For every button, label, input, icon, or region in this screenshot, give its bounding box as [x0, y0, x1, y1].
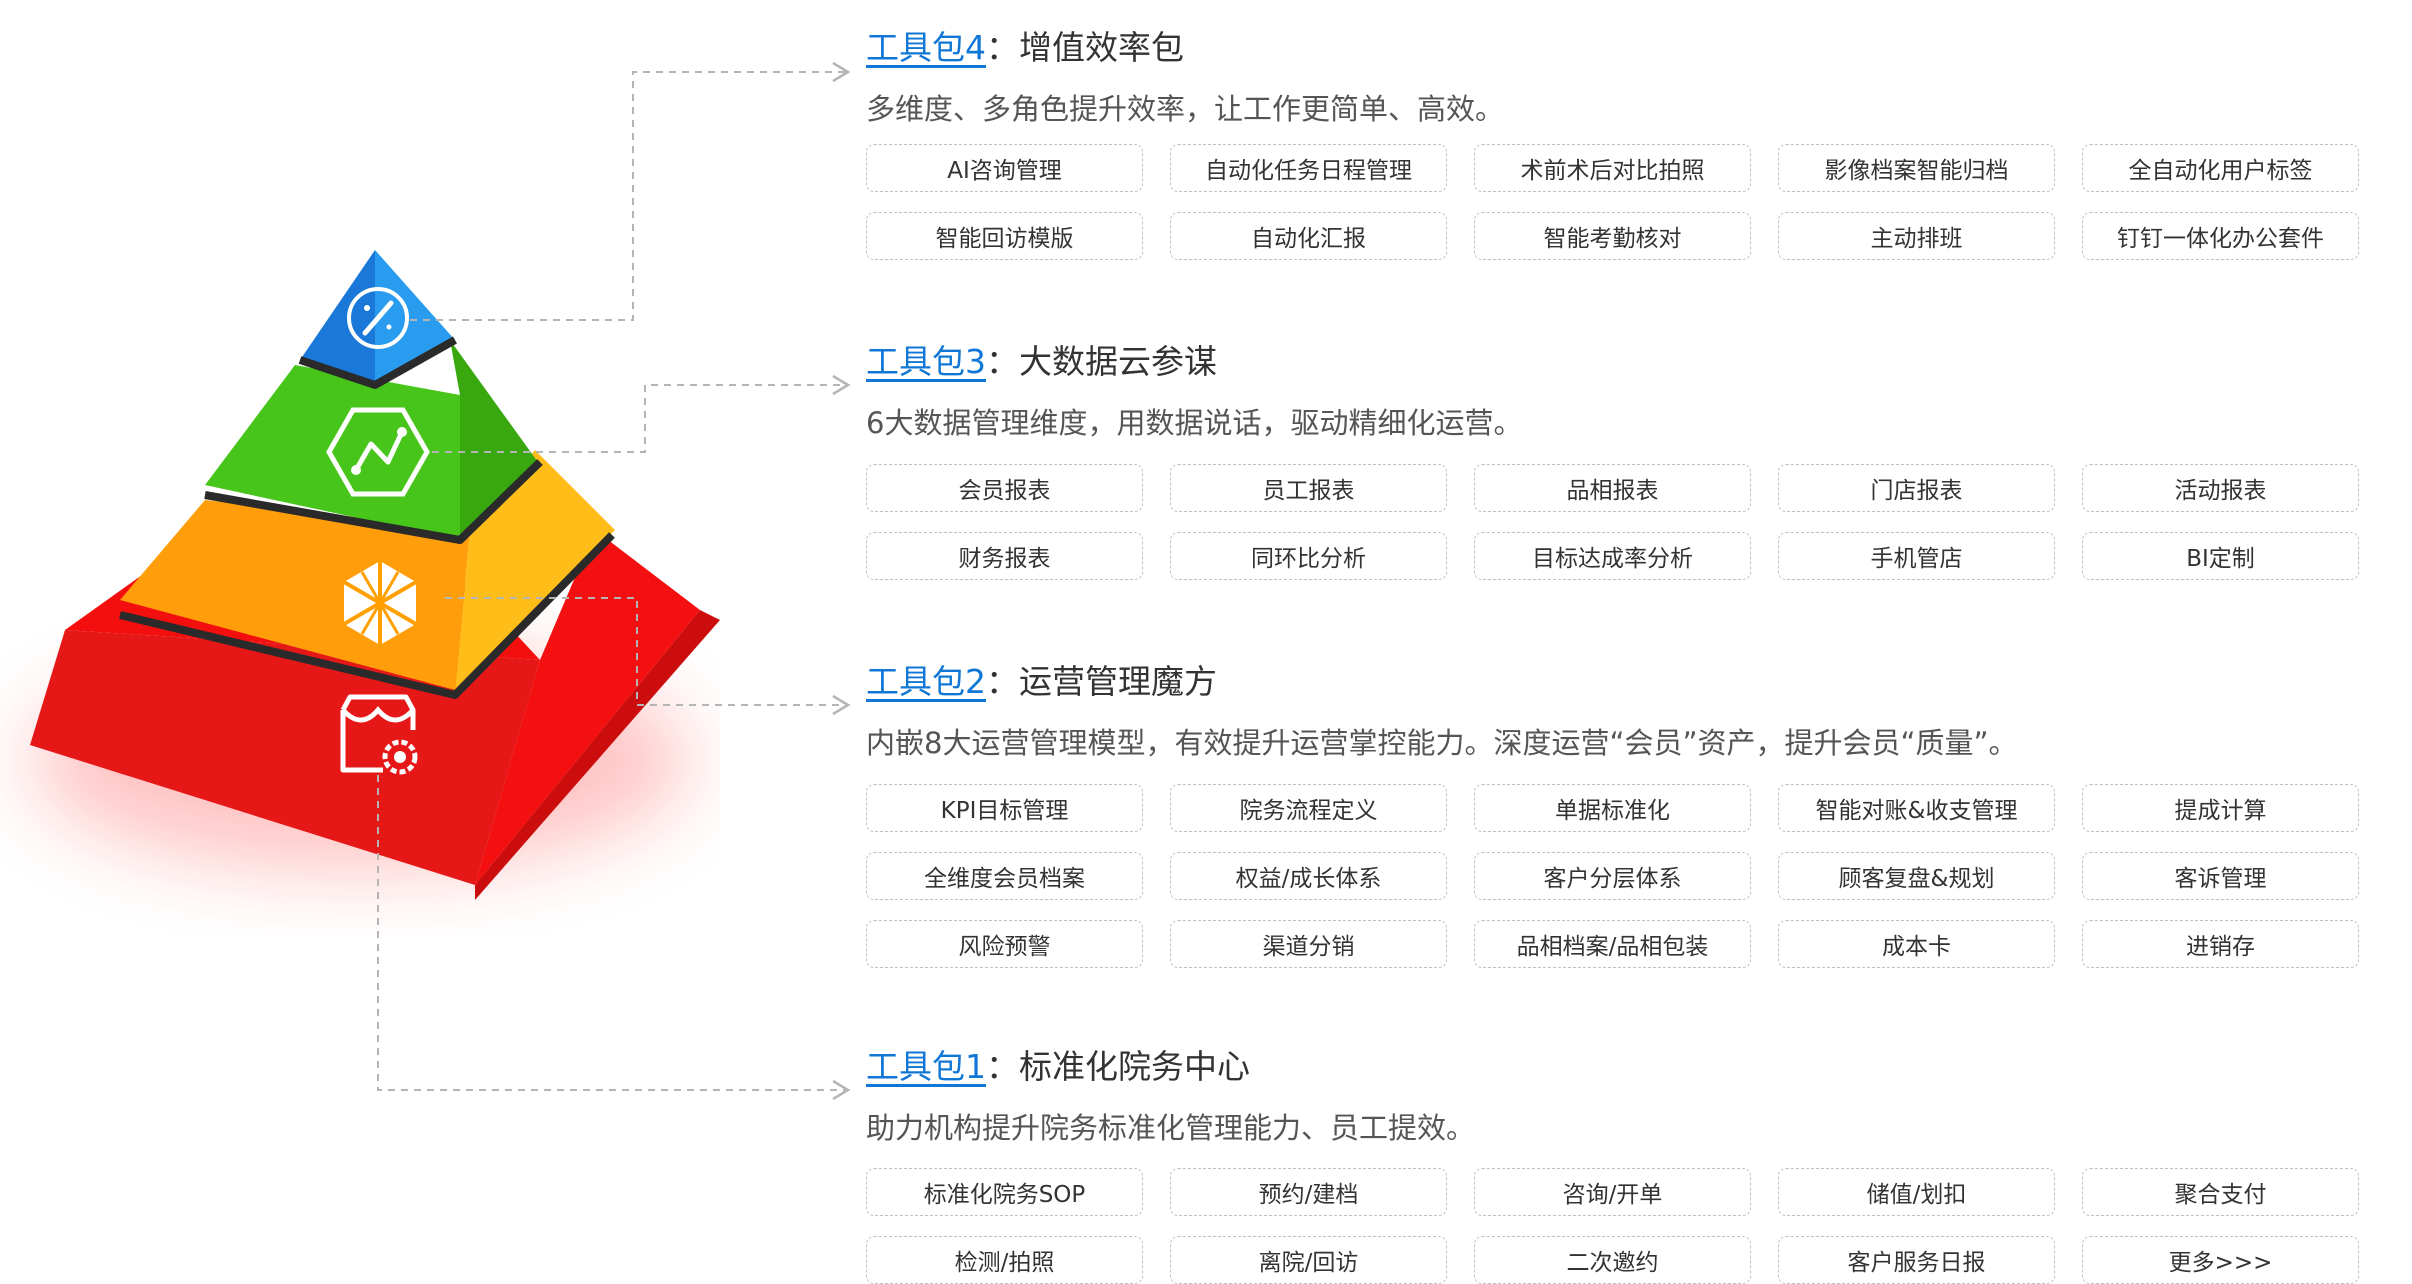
tag-button[interactable]: 风险预警: [866, 920, 1143, 968]
toolkit-1-tags: 标准化院务SOP 预约/建档 咨询/开单 储值/划扣 聚合支付 检测/拍照 离院…: [866, 1168, 2366, 1284]
toolkit-3-description: 6大数据管理维度，用数据说话，驱动精细化运营。: [866, 406, 1523, 440]
tag-button[interactable]: 门店报表: [1778, 464, 2055, 512]
tag-button[interactable]: 离院/回访: [1170, 1236, 1447, 1284]
tag-button[interactable]: 财务报表: [866, 532, 1143, 580]
toolkit-2-link[interactable]: 工具包2: [866, 662, 986, 701]
analytics-hexagon-icon: [326, 407, 430, 497]
toolkit-3-tags: 会员报表 员工报表 品相报表 门店报表 活动报表 财务报表 同环比分析 目标达成…: [866, 464, 2366, 580]
tag-button[interactable]: 自动化汇报: [1170, 212, 1447, 260]
cube-grid-icon: [342, 561, 418, 645]
tag-button[interactable]: 员工报表: [1170, 464, 1447, 512]
tag-button[interactable]: 咨询/开单: [1474, 1168, 1751, 1216]
toolkit-1-title: 工具包1：标准化院务中心: [866, 1043, 2366, 1091]
tag-button[interactable]: 品相档案/品相包装: [1474, 920, 1751, 968]
toolkit-1-heading: ：标准化院务中心: [986, 1047, 1250, 1086]
tag-button[interactable]: 标准化院务SOP: [866, 1168, 1143, 1216]
tag-button[interactable]: 智能考勤核对: [1474, 212, 1751, 260]
toolkit-1-section: 工具包1：标准化院务中心 助力机构提升院务标准化管理能力、员工提效。 标准化院务…: [866, 1043, 2366, 1284]
tag-button[interactable]: 顾客复盘&规划: [1778, 852, 2055, 900]
tag-button[interactable]: 目标达成率分析: [1474, 532, 1751, 580]
tag-button[interactable]: 渠道分销: [1170, 920, 1447, 968]
tag-button[interactable]: 单据标准化: [1474, 784, 1751, 832]
toolkit-2-section: 工具包2：运营管理魔方 内嵌8大运营管理模型，有效提升运营掌控能力。深度运营“会…: [866, 658, 2366, 968]
tag-button[interactable]: 客诉管理: [2082, 852, 2359, 900]
toolkit-3-title: 工具包3：大数据云参谋: [866, 338, 2366, 386]
pyramid-diagram: [30, 250, 720, 900]
tag-button[interactable]: 权益/成长体系: [1170, 852, 1447, 900]
tag-button[interactable]: 手机管店: [1778, 532, 2055, 580]
tag-button[interactable]: 院务流程定义: [1170, 784, 1447, 832]
tag-button[interactable]: 活动报表: [2082, 464, 2359, 512]
tag-button[interactable]: 客户服务日报: [1778, 1236, 2055, 1284]
toolkit-4-tags: AI咨询管理 自动化任务日程管理 术前术后对比拍照 影像档案智能归档 全自动化用…: [866, 144, 2366, 260]
tag-button[interactable]: 客户分层体系: [1474, 852, 1751, 900]
toolkit-2-heading: ：运营管理魔方: [986, 662, 1217, 701]
magic-wand-icon: [347, 287, 409, 349]
toolkit-4-title: 工具包4：增值效率包: [866, 24, 2366, 72]
toolkit-2-title: 工具包2：运营管理魔方: [866, 658, 2366, 706]
toolkit-4-link[interactable]: 工具包4: [866, 28, 986, 67]
toolkit-3-section: 工具包3：大数据云参谋 6大数据管理维度，用数据说话，驱动精细化运营。 会员报表…: [866, 338, 2366, 580]
tag-button[interactable]: 提成计算: [2082, 784, 2359, 832]
tag-button[interactable]: 钉钉一体化办公套件: [2082, 212, 2359, 260]
tag-button[interactable]: AI咨询管理: [866, 144, 1143, 192]
tag-button[interactable]: 检测/拍照: [866, 1236, 1143, 1284]
tag-button[interactable]: 主动排班: [1778, 212, 2055, 260]
toolkit-1-description: 助力机构提升院务标准化管理能力、员工提效。: [866, 1111, 1476, 1145]
tag-button[interactable]: 智能对账&收支管理: [1778, 784, 2055, 832]
tag-button[interactable]: 聚合支付: [2082, 1168, 2359, 1216]
tag-button[interactable]: 二次邀约: [1474, 1236, 1751, 1284]
tag-button[interactable]: 自动化任务日程管理: [1170, 144, 1447, 192]
toolkit-2-tags: KPI目标管理 院务流程定义 单据标准化 智能对账&收支管理 提成计算 全维度会…: [866, 784, 2366, 968]
tag-button[interactable]: 同环比分析: [1170, 532, 1447, 580]
tag-button[interactable]: 进销存: [2082, 920, 2359, 968]
toolkit-4-section: 工具包4：增值效率包 多维度、多角色提升效率，让工作更简单、高效。 AI咨询管理…: [866, 24, 2366, 260]
store-settings-icon: [340, 694, 418, 775]
tag-button[interactable]: 预约/建档: [1170, 1168, 1447, 1216]
tag-button[interactable]: 全自动化用户标签: [2082, 144, 2359, 192]
tag-button[interactable]: 影像档案智能归档: [1778, 144, 2055, 192]
tag-button[interactable]: 术前术后对比拍照: [1474, 144, 1751, 192]
tag-button[interactable]: KPI目标管理: [866, 784, 1143, 832]
toolkit-4-description: 多维度、多角色提升效率，让工作更简单、高效。: [866, 92, 1505, 126]
tag-button[interactable]: 会员报表: [866, 464, 1143, 512]
tag-button[interactable]: 成本卡: [1778, 920, 2055, 968]
more-button[interactable]: 更多>>>: [2082, 1236, 2359, 1284]
tag-button[interactable]: 全维度会员档案: [866, 852, 1143, 900]
toolkit-1-link[interactable]: 工具包1: [866, 1047, 986, 1086]
tag-button[interactable]: 品相报表: [1474, 464, 1751, 512]
toolkit-3-link[interactable]: 工具包3: [866, 342, 986, 381]
tag-button[interactable]: 智能回访模版: [866, 212, 1143, 260]
tag-button[interactable]: 储值/划扣: [1778, 1168, 2055, 1216]
toolkit-2-description: 内嵌8大运营管理模型，有效提升运营掌控能力。深度运营“会员”资产，提升会员“质量…: [866, 726, 2018, 760]
toolkit-3-heading: ：大数据云参谋: [986, 342, 1217, 381]
tag-button[interactable]: BI定制: [2082, 532, 2359, 580]
toolkit-4-heading: ：增值效率包: [986, 28, 1184, 67]
